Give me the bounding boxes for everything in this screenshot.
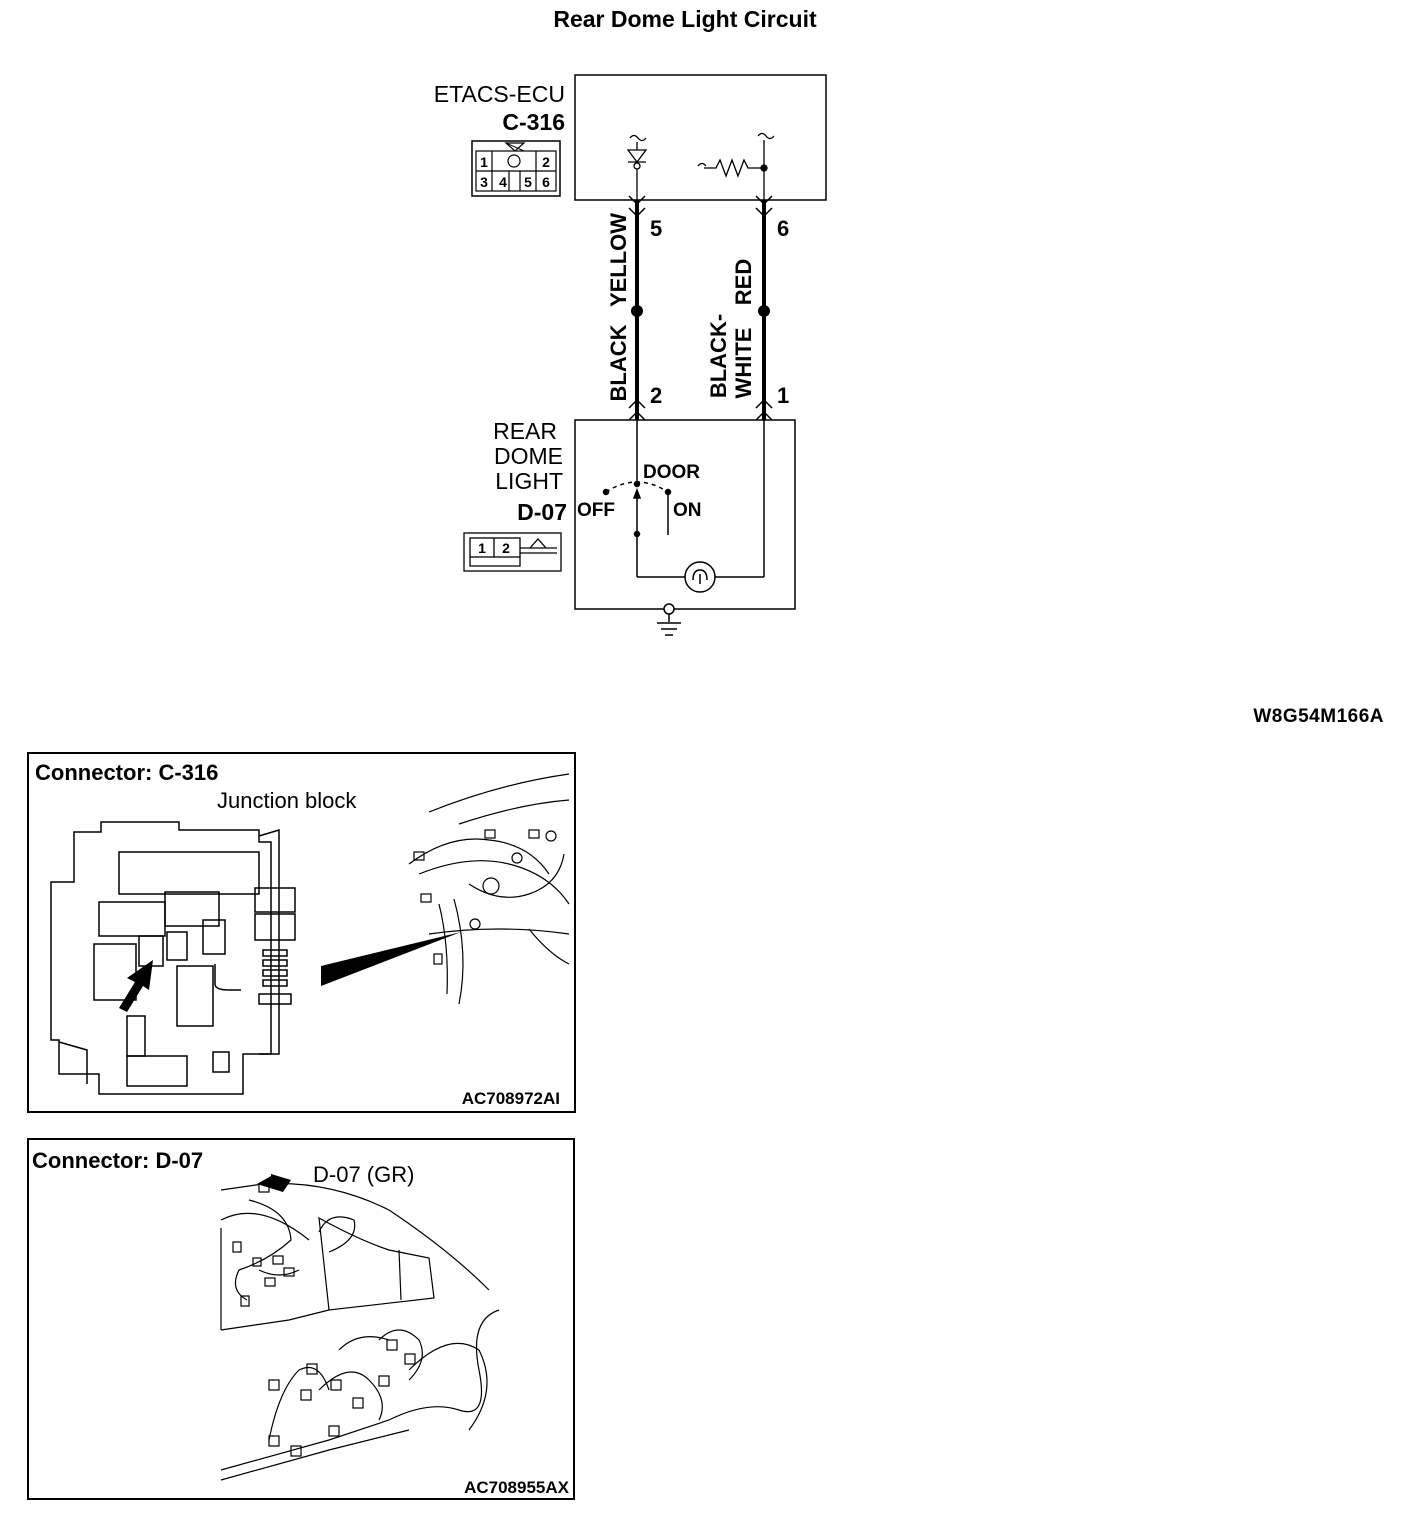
door-switch <box>602 420 765 578</box>
dome-light-box <box>574 419 796 610</box>
wire-color-black: BLACK <box>606 324 631 401</box>
panel-callout: Junction block <box>217 788 357 813</box>
dome-name-line2: DOME <box>494 443 563 469</box>
wire-color-white: WHITE <box>731 328 756 399</box>
wire-color-red: RED <box>731 259 756 305</box>
switch-label-on: ON <box>673 500 702 521</box>
ecu-connector-face: 1 2 3 4 5 6 <box>471 140 561 197</box>
dome-pin-2: 2 <box>502 540 510 556</box>
splice-left <box>631 305 643 317</box>
diagram-code: W8G54M166A <box>1253 706 1384 727</box>
ecu-box <box>574 74 827 201</box>
dome-connector-face <box>463 532 562 572</box>
connector-panel-c316: Connector: C-316 Junction block <box>27 752 576 1113</box>
ecu-pin-6: 6 <box>542 174 550 190</box>
ecu-name: ETACS-ECU <box>434 81 565 107</box>
junction-block-illustration <box>50 773 570 1095</box>
switch-label-off: OFF <box>577 500 615 521</box>
pin-1-label: 1 <box>777 383 789 408</box>
ground-icon <box>657 603 681 636</box>
ecu-pin-3: 3 <box>480 174 488 190</box>
dome-connector-label: D-07 <box>517 499 567 525</box>
panel-title: Connector: C-316 <box>35 760 219 785</box>
ecu-pin-4: 4 <box>499 174 507 190</box>
wire-color-black-dash: BLACK- <box>706 314 731 398</box>
panel-title: Connector: D-07 <box>32 1148 204 1173</box>
panel-image-code: AC708955AX <box>464 1478 569 1497</box>
dome-name-line1: REAR <box>493 418 557 444</box>
dome-name-line3: LIGHT <box>495 468 563 494</box>
switch-label-door: DOOR <box>643 462 700 483</box>
pin-2-label: 2 <box>650 383 662 408</box>
wire-color-yellow: YELLOW <box>606 213 631 307</box>
pin-5-label: 5 <box>650 216 662 241</box>
connector-panel-d07: Connector: D-07 D-07 (GR) <box>27 1138 575 1500</box>
dome-pin-1: 1 <box>478 540 486 556</box>
panel-image-code: AC708972AI <box>461 1089 560 1108</box>
ecu-pin-1: 1 <box>480 154 488 170</box>
ecu-connector-label: C-316 <box>502 109 565 135</box>
ecu-pin-5: 5 <box>524 174 532 190</box>
pin-6-label: 6 <box>777 216 789 241</box>
page-title: Rear Dome Light Circuit <box>553 6 817 32</box>
panel-callout: D-07 (GR) <box>313 1162 415 1187</box>
vehicle-interior-illustration <box>220 1174 500 1481</box>
ecu-internal-circuit <box>626 132 775 200</box>
splice-right <box>758 305 770 317</box>
ecu-pin-2: 2 <box>542 154 550 170</box>
circuit-schematic: ETACS-ECU C-316 1 2 3 4 5 6 <box>434 74 827 636</box>
lamp-icon <box>684 561 716 593</box>
